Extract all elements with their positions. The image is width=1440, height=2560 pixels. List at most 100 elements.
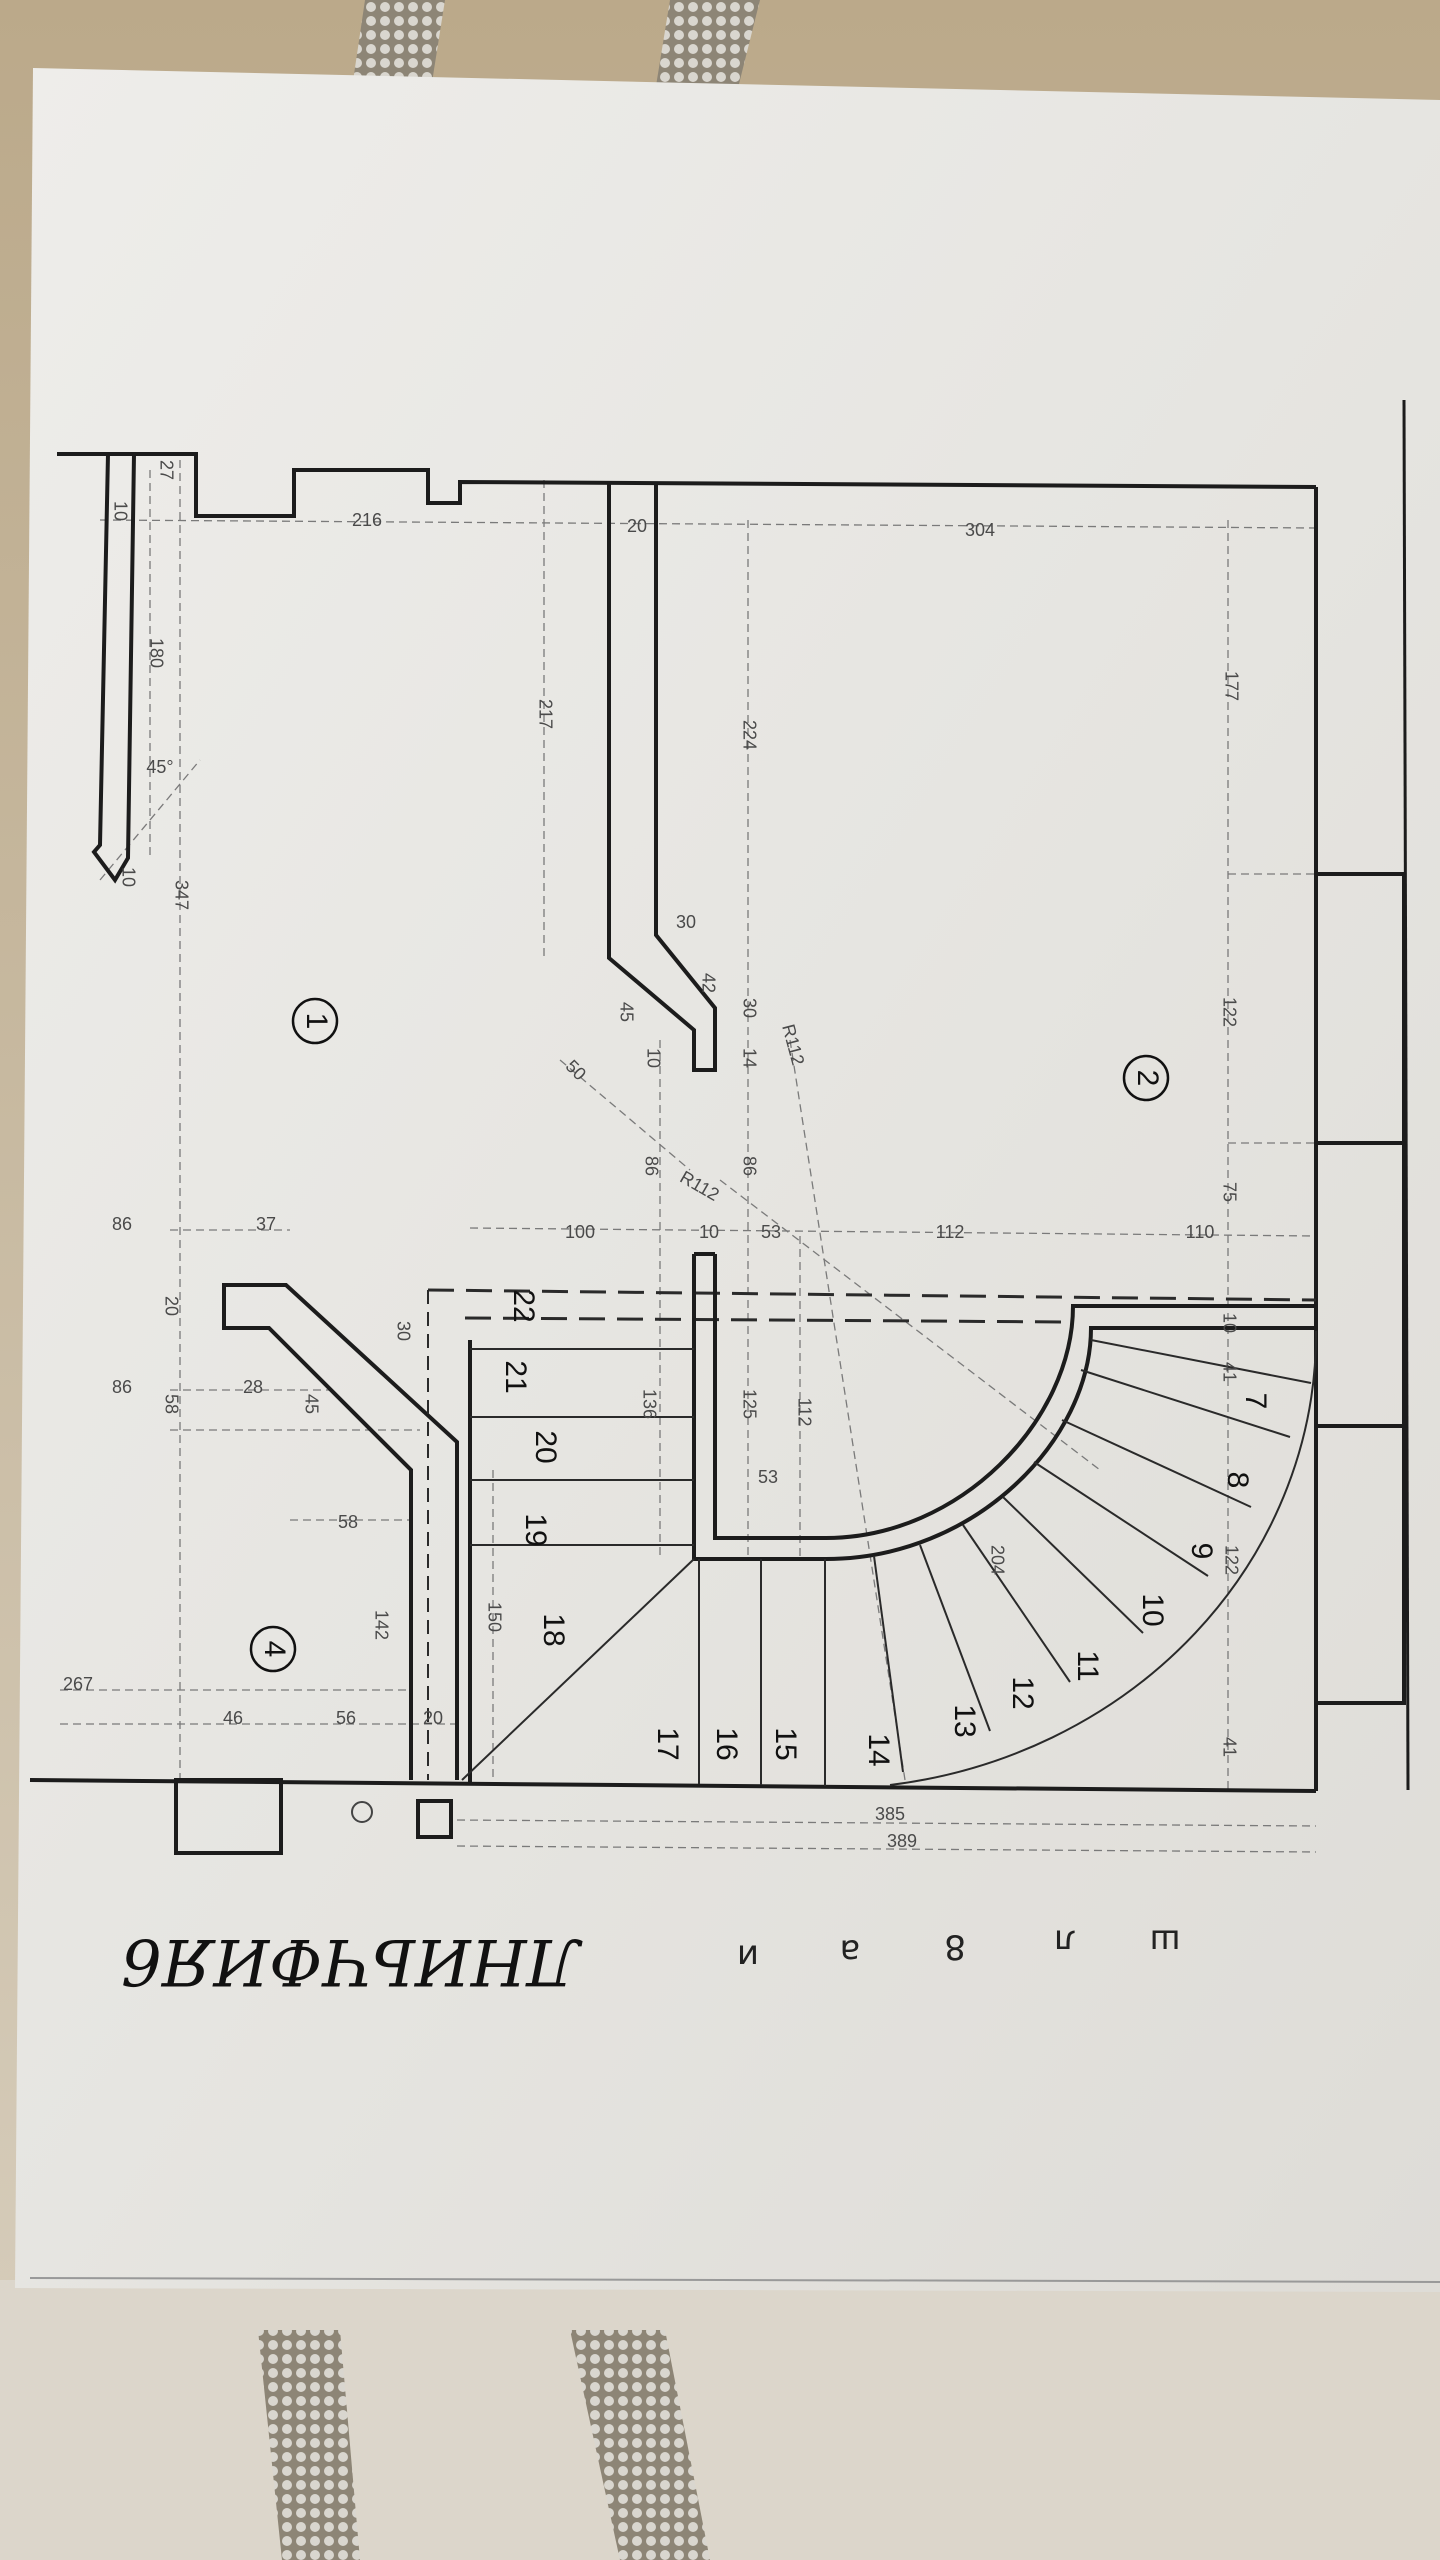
step-number: 13 [948, 1704, 981, 1737]
step-number: 12 [1006, 1676, 1039, 1709]
step-number: 14 [862, 1733, 895, 1766]
dimension-label: 142 [371, 1610, 391, 1640]
step-number: 9 [1185, 1543, 1218, 1560]
step-number: 22 [507, 1289, 540, 1322]
dimension-label: 150 [484, 1602, 504, 1632]
step-labels: 7 8 9 10 11 12 13 14 15 16 17 18 19 20 21 22 [499, 1289, 1272, 1766]
handwritten-mark: 8 [944, 1927, 966, 1967]
dimension-label: 27 [156, 460, 176, 480]
dimension-label: 122 [1219, 997, 1239, 1027]
dimension-label: 304 [965, 520, 995, 540]
dimension-label: 112 [936, 1222, 965, 1242]
room-labels: 1 2 4 [249, 997, 1170, 1673]
dimension-label: 56 [336, 1708, 356, 1728]
dimension-label: 216 [352, 510, 382, 530]
dimension-label: 100 [565, 1222, 595, 1242]
dimension-label: 10 [643, 1048, 663, 1068]
dimension-label: 28 [243, 1377, 263, 1397]
dimension-label: 41 [1219, 1737, 1239, 1757]
step-number: 10 [1136, 1593, 1169, 1626]
step-number: 18 [537, 1613, 570, 1646]
dimension-label: 112 [794, 1398, 814, 1427]
dimension-label: 30 [739, 998, 759, 1018]
walls [29, 452, 1406, 1855]
room-number: 2 [1131, 1070, 1164, 1087]
dimension-label: 10 [699, 1222, 719, 1242]
staircase [427, 1252, 1318, 1786]
handwritten-word: ЛНИЬЧФИЯ6 [121, 1924, 583, 1998]
dimension-label: 58 [338, 1512, 358, 1532]
dimension-label: 45 [301, 1394, 321, 1414]
room4-angled-wall [222, 1283, 459, 1780]
dimension-label: 42 [698, 973, 718, 993]
rhinestone-strap-decoration [258, 0, 760, 2560]
dimension-label: 267 [63, 1674, 93, 1694]
dimension-label: 10 [110, 501, 130, 521]
dimension-label: 41 [1219, 1362, 1239, 1382]
dimension-label: 86 [641, 1156, 661, 1176]
room-number-circle [291, 997, 339, 1045]
handwritten-note: ЛНИЬЧФИЯ6 ш л 8 а и [121, 1922, 1181, 1999]
dimension-label: 20 [423, 1708, 443, 1728]
dimension-label: 46 [223, 1708, 243, 1728]
room-number-circle [1122, 1054, 1170, 1102]
column-circle-icon [351, 1801, 373, 1823]
room-number-circle [249, 1625, 297, 1673]
center-partition-wall [607, 482, 717, 1072]
step-number: 21 [499, 1360, 532, 1393]
dimension-label: 177 [1221, 671, 1241, 701]
dimension-lines [60, 460, 1317, 1853]
paper-sheet [15, 68, 1440, 2292]
left-partition-wall [91, 453, 136, 884]
step-number: 20 [529, 1430, 562, 1463]
dimension-label: 217 [535, 699, 555, 729]
handwritten-mark: л [1054, 1922, 1076, 1962]
dimension-label: 110 [1186, 1222, 1215, 1242]
dimension-label: 30 [676, 912, 696, 932]
dimension-label: 20 [627, 516, 647, 536]
dimension-label: 58 [161, 1394, 181, 1414]
handwritten-mark: а [840, 1932, 861, 1972]
dimension-label: 136 [639, 1389, 659, 1419]
dimension-label: 10 [118, 867, 138, 887]
dimension-label: 14 [739, 1048, 759, 1068]
handwritten-mark: ш [1149, 1922, 1180, 1962]
stair-core-wall [692, 1252, 1316, 1561]
dimension-label: 122 [1221, 1545, 1241, 1575]
dimension-label: 45° [146, 757, 173, 777]
dimension-label: 10 [1219, 1313, 1239, 1333]
dimension-label: 385 [875, 1804, 905, 1824]
dimension-label: 180 [146, 638, 166, 668]
dimension-label: 53 [758, 1467, 778, 1487]
dimension-label: 37 [256, 1214, 276, 1234]
dimension-label: 30 [393, 1321, 413, 1341]
dimension-label: 347 [171, 880, 191, 910]
step-number: 8 [1221, 1472, 1254, 1489]
step-number: 15 [769, 1727, 802, 1760]
step-number: 19 [519, 1513, 552, 1546]
dimension-label: 45 [616, 1002, 636, 1022]
dimension-label: 86 [739, 1156, 759, 1176]
table-background-bottom [0, 2280, 1440, 2560]
dimension-label: 75 [1219, 1182, 1239, 1202]
paper-frame-bottom [29, 2277, 1440, 2283]
room-number: 4 [258, 1641, 291, 1658]
column-square [416, 1799, 453, 1839]
step-number: 17 [651, 1727, 684, 1760]
dimension-label: 20 [161, 1296, 181, 1316]
step-number: 11 [1071, 1650, 1104, 1681]
dimension-label: 224 [739, 720, 759, 750]
dimension-label: 86 [112, 1214, 132, 1234]
room-number: 1 [300, 1013, 333, 1030]
top-wall [57, 452, 1317, 518]
dimension-label: 389 [887, 1831, 917, 1851]
dimension-label: 204 [987, 1545, 1007, 1575]
window-openings [1314, 872, 1406, 1705]
dimension-label: 86 [112, 1377, 132, 1397]
step-number: 7 [1239, 1393, 1272, 1410]
handwritten-mark: и [737, 1937, 759, 1977]
entrance-block [174, 1778, 283, 1855]
step-number: 16 [710, 1727, 743, 1760]
